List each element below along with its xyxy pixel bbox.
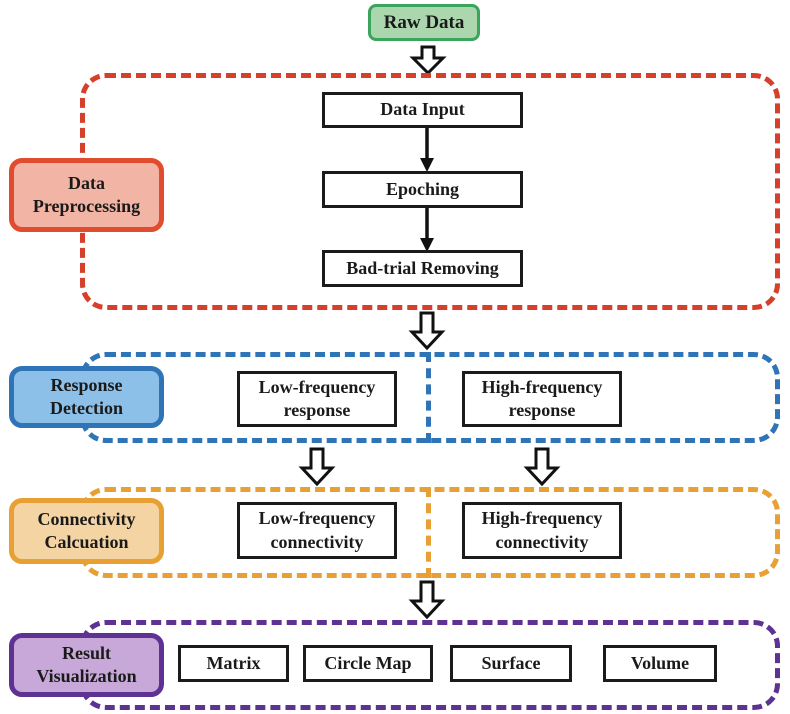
node-data-input: Data Input	[322, 92, 523, 128]
node-low-frequency-response: Low-frequency response	[237, 371, 397, 427]
node-high-frequency-response: High-frequency response	[462, 371, 622, 427]
node-circle-map: Circle Map	[303, 645, 433, 682]
stage-label-connectivity-calcuation: Connectivity Calcuation	[9, 498, 164, 564]
node-bad-trial-removing: Bad-trial Removing	[322, 250, 523, 287]
node-high-frequency-connectivity: High-frequency connectivity	[462, 502, 622, 559]
down-arrow-icon	[298, 447, 336, 487]
down-arrow-icon	[418, 127, 436, 173]
stage-label-response-detection: Response Detection	[9, 366, 164, 428]
stage-label-result-visualization: Result Visualization	[9, 633, 164, 697]
node-epoching: Epoching	[322, 171, 523, 208]
down-arrow-icon	[523, 447, 561, 487]
down-arrow-icon	[408, 311, 446, 351]
down-arrow-icon	[408, 580, 446, 620]
node-matrix: Matrix	[178, 645, 289, 682]
response-container-divider	[426, 352, 431, 443]
node-volume: Volume	[603, 645, 717, 682]
node-surface: Surface	[450, 645, 572, 682]
connectivity-container-divider	[426, 487, 431, 578]
stage-label-data-preprocessing: Data Preprocessing	[9, 158, 164, 232]
down-arrow-icon	[409, 45, 447, 76]
down-arrow-icon	[418, 207, 436, 253]
node-raw-data: Raw Data	[368, 4, 480, 41]
node-low-frequency-connectivity: Low-frequency connectivity	[237, 502, 397, 559]
